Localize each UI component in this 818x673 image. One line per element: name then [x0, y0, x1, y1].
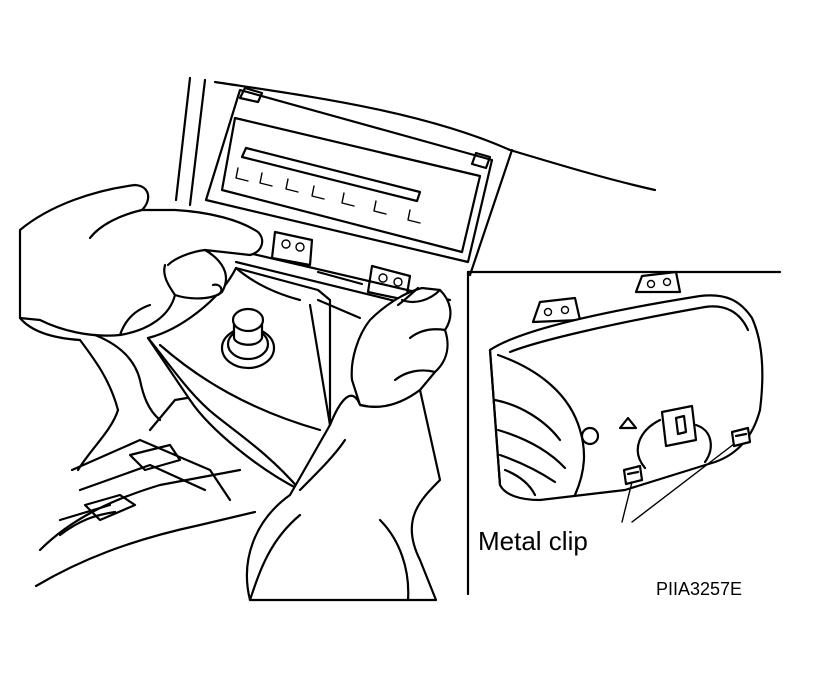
inset-panel: Metal clip [466, 270, 782, 596]
console-box [146, 266, 362, 492]
dash-panel [174, 76, 657, 277]
display-unit [204, 86, 494, 264]
metal-clip-right [730, 426, 752, 448]
display-scale-ticks [235, 167, 421, 224]
dashboard-scene [18, 76, 657, 602]
console-knob [220, 307, 276, 370]
figure-id: PIIA3257E [656, 579, 742, 599]
left-forearm [18, 316, 162, 472]
right-forearm [245, 388, 442, 602]
metal-clip-left [622, 464, 644, 486]
clip-leader-lines [621, 443, 735, 523]
metal-clip-label: Metal clip [478, 526, 588, 556]
inset-unit [488, 270, 764, 502]
right-hand [350, 286, 452, 408]
left-hand [18, 183, 264, 337]
